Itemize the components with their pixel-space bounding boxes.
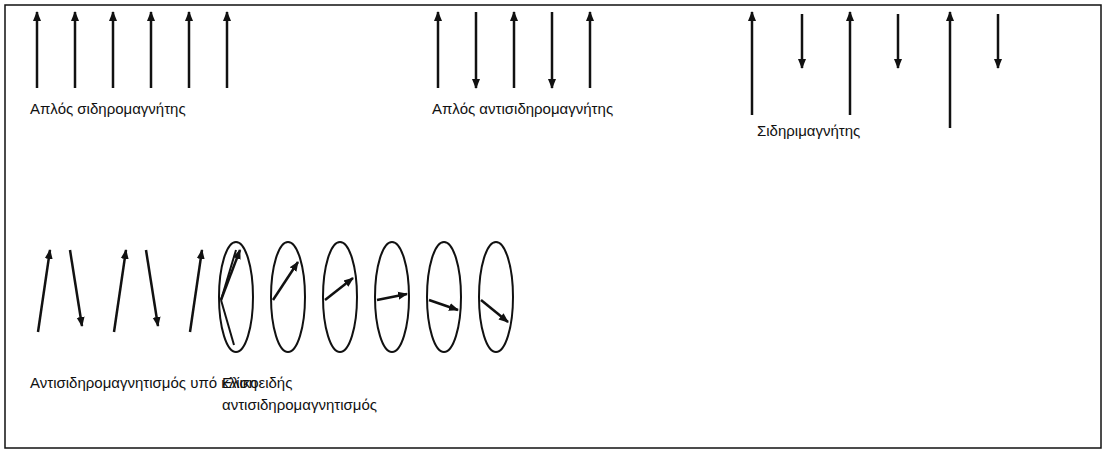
ferromagnet-spins [37, 12, 227, 88]
frame [5, 5, 1101, 448]
label-helical: Ελικοειδής αντισιδηρομαγνητισμός [222, 372, 427, 416]
label-ferromagnet: Απλός σιδηρομαγνήτης [30, 98, 290, 120]
helix-spins [221, 250, 508, 322]
helix-cones [219, 242, 513, 352]
label-antiferromagnet: Απλός αντισιδηρομαγνήτης [432, 98, 732, 120]
label-ferrimagnet: Σιδηριμαγνήτης [757, 120, 957, 142]
canted-spins [38, 250, 202, 332]
ferrimagnet-spins [752, 12, 998, 128]
antiferromagnet-spins [438, 12, 590, 88]
